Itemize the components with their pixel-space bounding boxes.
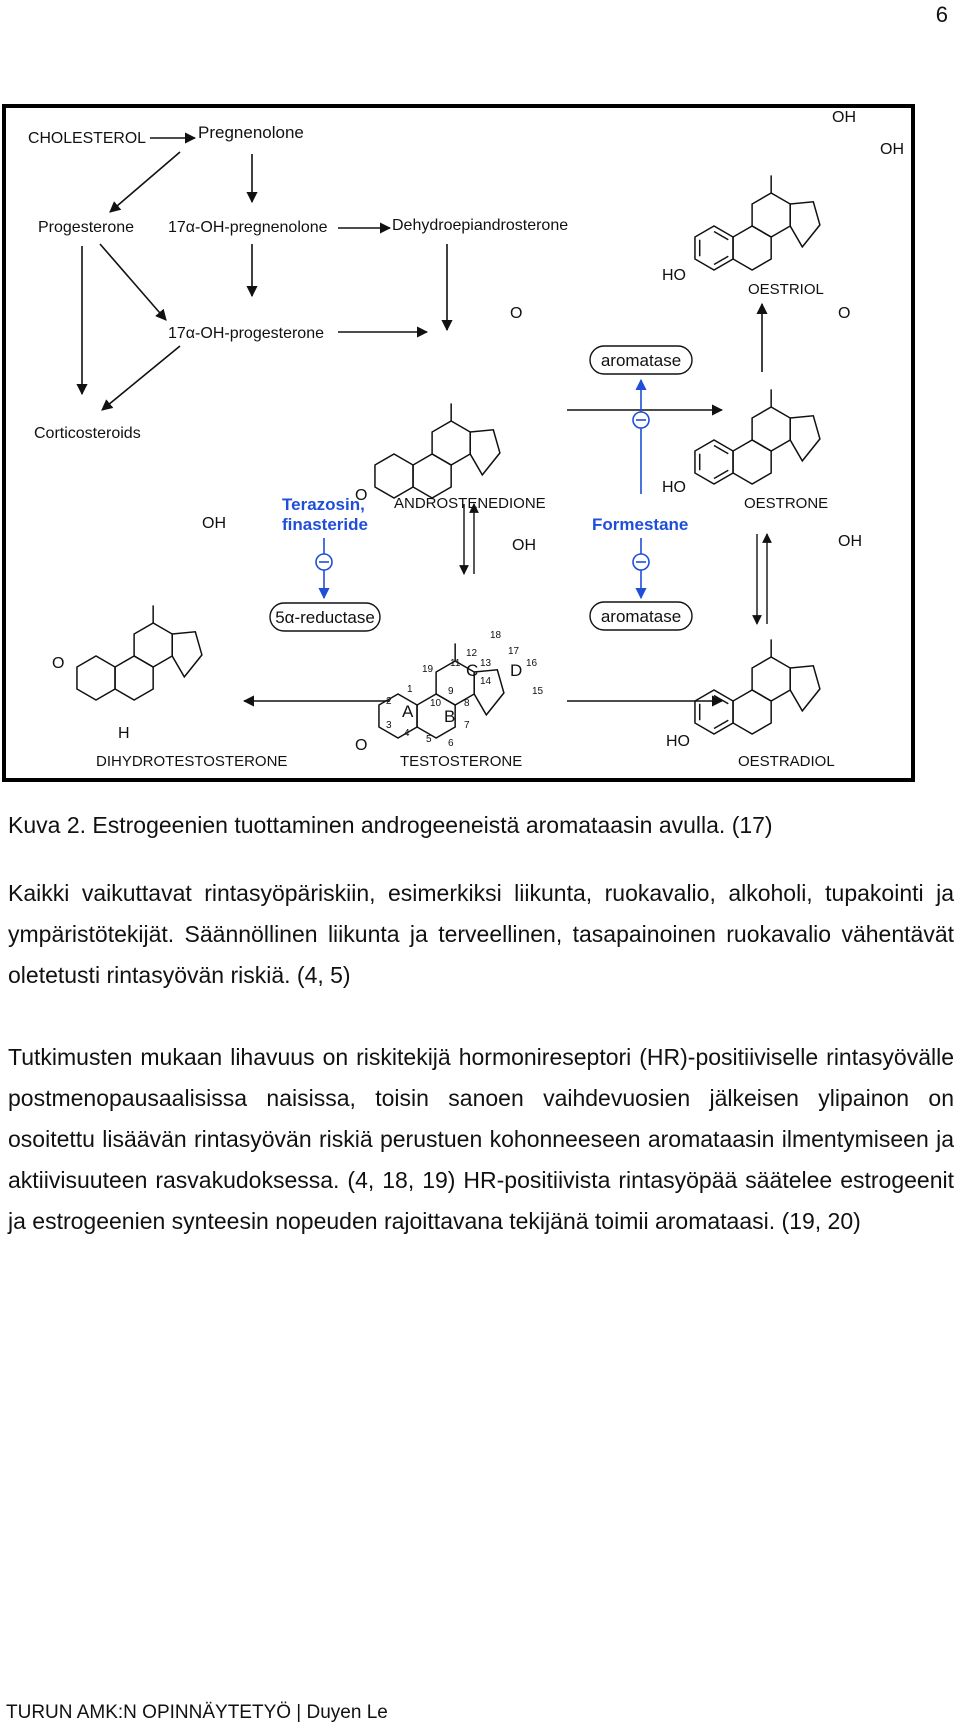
svg-text:finasteride: finasteride <box>282 515 368 534</box>
paragraph-2: Tutkimusten mukaan lihavuus on riskiteki… <box>8 1044 954 1234</box>
equilibrium-arrows <box>459 503 772 625</box>
label-17oh-progesterone: 17α-OH-progesterone <box>168 325 324 342</box>
label-oestrone: OESTRONE <box>744 495 828 512</box>
svg-text:aromatase: aromatase <box>601 607 681 626</box>
svg-text:OH: OH <box>512 537 536 554</box>
svg-text:H: H <box>118 725 130 742</box>
svg-text:8: 8 <box>464 698 470 709</box>
svg-text:OH: OH <box>880 141 904 158</box>
svg-text:5: 5 <box>426 734 432 745</box>
svg-text:HO: HO <box>662 479 686 496</box>
svg-text:D: D <box>510 661 522 680</box>
svg-text:HO: HO <box>666 733 690 750</box>
svg-text:O: O <box>355 737 367 754</box>
svg-text:11: 11 <box>450 658 461 669</box>
svg-text:A: A <box>402 702 414 721</box>
svg-text:OH: OH <box>838 533 862 550</box>
svg-text:Formestane: Formestane <box>592 515 688 534</box>
label-cholesterol: CHOLESTEROL <box>28 130 146 147</box>
svg-text:O: O <box>510 305 522 322</box>
svg-text:13: 13 <box>480 658 492 669</box>
svg-text:14: 14 <box>480 676 492 687</box>
svg-text:19: 19 <box>422 664 434 675</box>
figure-caption: Kuva 2. Estrogeenien tuottaminen androge… <box>8 812 773 838</box>
svg-text:C: C <box>466 661 478 680</box>
svg-text:OH: OH <box>202 515 226 532</box>
label-17oh-pregnenolone: 17α-OH-pregnenolone <box>168 219 328 236</box>
svg-text:9: 9 <box>448 686 454 697</box>
svg-text:4: 4 <box>404 728 410 739</box>
svg-text:12: 12 <box>466 648 478 659</box>
label-oestradiol: OESTRADIOL <box>738 753 835 770</box>
svg-text:15: 15 <box>532 686 544 697</box>
label-corticosteroids: Corticosteroids <box>34 425 141 442</box>
label-oestriol: OESTRIOL <box>748 281 824 298</box>
label-progesterone: Progesterone <box>38 219 134 236</box>
label-dihydrotestosterone: DIHYDROTESTOSTERONE <box>96 753 287 770</box>
footer: TURUN AMK:N OPINNÄYTETYÖ | Duyen Le <box>6 1702 388 1723</box>
skeleton-oestradiol <box>694 639 821 735</box>
skeleton-androstenedione <box>374 403 501 499</box>
svg-text:1: 1 <box>407 684 413 695</box>
label-pregnenolone: Pregnenolone <box>198 123 304 142</box>
enzyme-5a-reductase: 5α-reductase <box>269 602 381 632</box>
svg-text:O: O <box>355 487 367 504</box>
ring-letters: A B C D <box>402 661 522 726</box>
enzyme-aromatase-top: aromatase <box>589 345 693 375</box>
inhibitor-aromatase-top-link <box>632 378 650 494</box>
page-number: 6 <box>935 2 948 27</box>
svg-text:Terazosin,: Terazosin, <box>282 495 365 514</box>
label-androstenedione: ANDROSTENEDIONE <box>394 495 546 512</box>
svg-text:aromatase: aromatase <box>601 351 681 370</box>
paragraph-1: Kaikki vaikuttavat rintasyöpäriskiin, es… <box>8 880 954 988</box>
svg-text:16: 16 <box>526 658 538 669</box>
skeleton-testosterone <box>378 643 505 739</box>
skeleton-dihydrotestosterone <box>76 605 203 701</box>
label-dhea: Dehydroepiandrosterone <box>392 217 568 234</box>
svg-text:10: 10 <box>430 698 442 709</box>
steroid-pathway-figure: CHOLESTEROL Pregnenolone Progesterone 17… <box>2 104 917 784</box>
enzyme-aromatase-bottom: aromatase <box>589 601 693 631</box>
svg-text:2: 2 <box>386 696 392 707</box>
skeleton-oestrone <box>694 389 821 485</box>
svg-text:O: O <box>52 655 64 672</box>
inhibitor-terazosin: Terazosin, finasteride <box>282 495 368 600</box>
svg-text:OH: OH <box>832 109 856 126</box>
svg-text:HO: HO <box>662 267 686 284</box>
svg-text:5α-reductase: 5α-reductase <box>275 608 375 627</box>
skeleton-oestriol <box>694 175 821 271</box>
inhibitor-formestane: Formestane <box>592 515 688 600</box>
figure-frame <box>2 104 915 782</box>
svg-text:B: B <box>444 707 455 726</box>
label-testosterone: TESTOSTERONE <box>400 753 522 770</box>
svg-text:17: 17 <box>508 646 520 657</box>
carbon-numbers: 1 2 3 4 5 6 7 8 9 10 11 12 13 14 15 16 1… <box>386 630 544 749</box>
svg-text:3: 3 <box>386 720 392 731</box>
svg-text:6: 6 <box>448 738 454 749</box>
svg-text:18: 18 <box>490 630 502 641</box>
functional-groups: O O HO O HO OH OH OH O H OH O OH HO <box>52 109 904 754</box>
svg-text:7: 7 <box>464 720 470 731</box>
svg-text:O: O <box>838 305 850 322</box>
